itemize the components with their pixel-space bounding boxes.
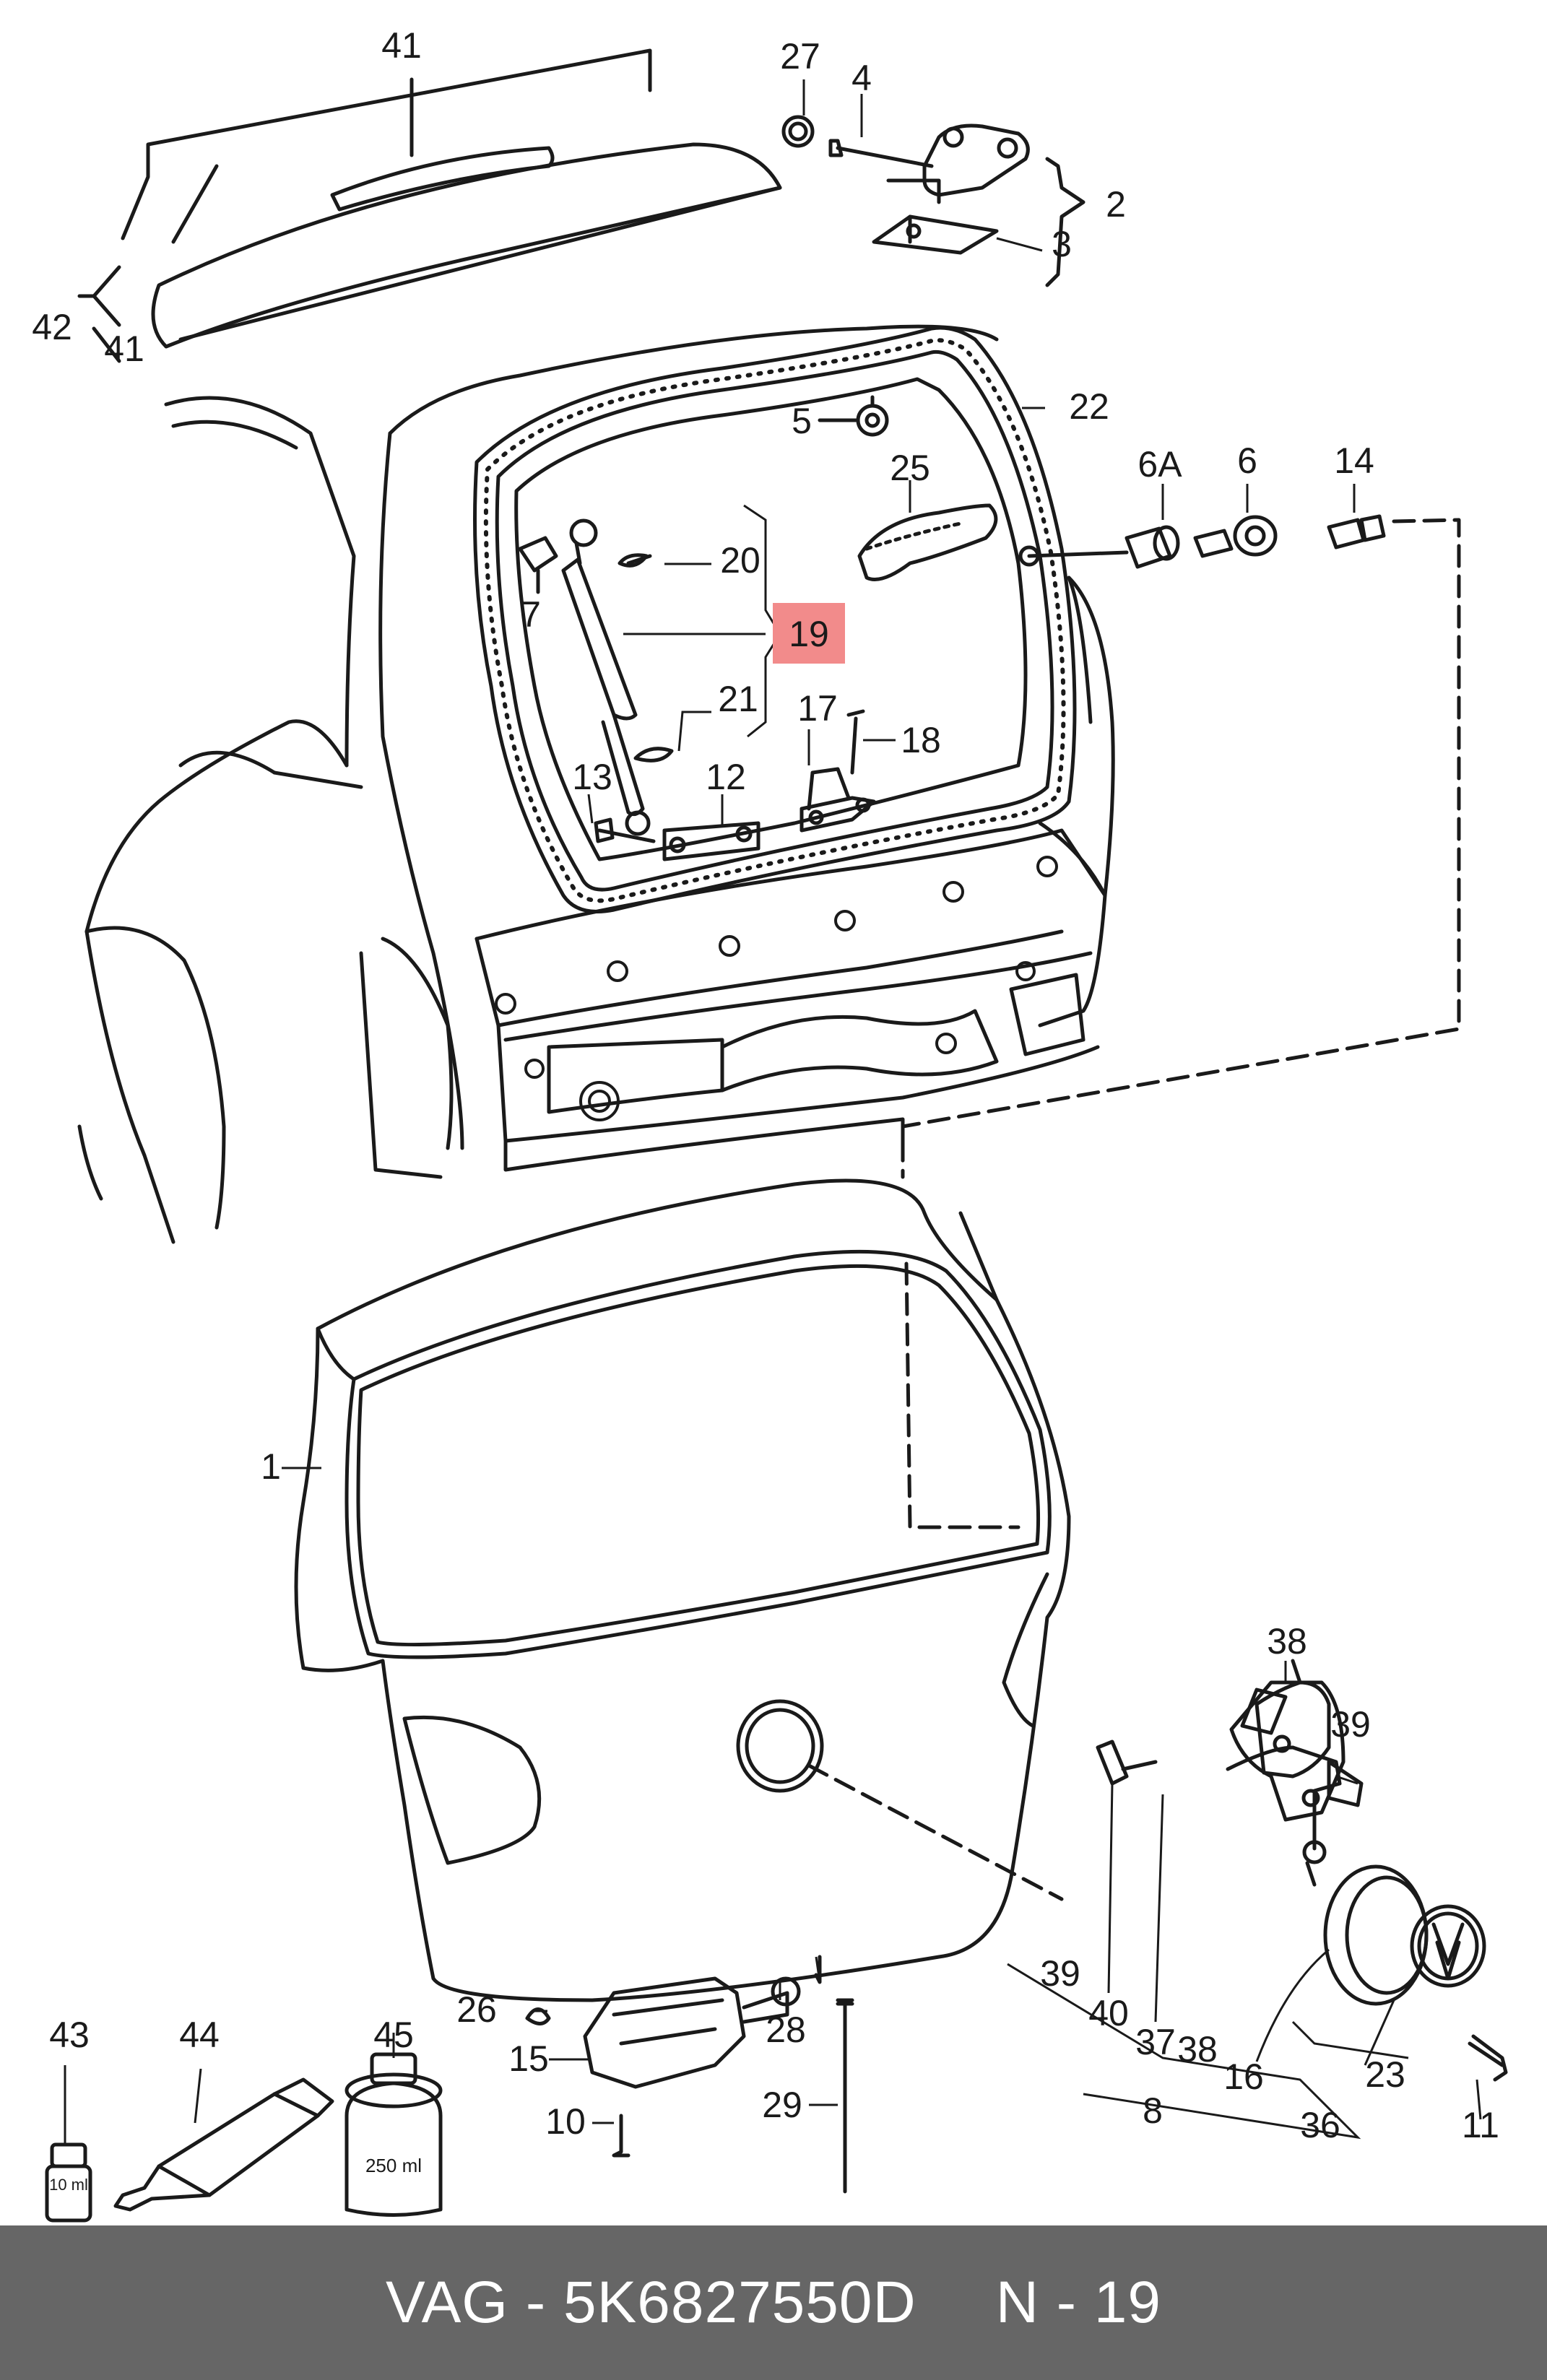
bottle-250ml-label: 250 ml [365, 2155, 422, 2176]
part-number: 5K6827550D [563, 2270, 916, 2335]
bump-stop-14 [1327, 514, 1386, 550]
body-side [77, 324, 999, 1244]
lock-assembly [1096, 1659, 1342, 1887]
callout-25: 25 [890, 448, 930, 488]
callout-5: 5 [792, 401, 812, 441]
callout-39-left: 39 [1040, 1953, 1080, 1994]
diagram-reference: N - 19 [995, 2270, 1162, 2335]
callout-4: 4 [852, 58, 872, 98]
callout-39-right: 39 [1330, 1704, 1371, 1745]
callout-41-top: 41 [381, 25, 422, 66]
callout-26: 26 [456, 1989, 497, 2030]
emblem-handle [1323, 1864, 1486, 2006]
actuator-38 [1229, 1680, 1346, 1822]
rear-panel [359, 576, 1115, 1179]
callout-38-bottom: 38 [1177, 2029, 1218, 2070]
callout-36: 36 [1300, 2105, 1340, 2145]
callout-27: 27 [780, 36, 820, 77]
roof-spoiler [151, 142, 782, 349]
nut-5 [818, 395, 889, 437]
callout-12: 12 [706, 757, 746, 797]
callout-21: 21 [718, 679, 758, 719]
callout-19-highlight [773, 603, 845, 664]
callout-20: 20 [720, 540, 760, 581]
bottle-10ml-label: 10 ml [49, 2176, 88, 2194]
callout-2: 2 [1106, 184, 1126, 225]
callout-11: 11 [1462, 2105, 1499, 2145]
panel-holes [495, 856, 1058, 1121]
callout-38-top: 38 [1267, 1621, 1307, 1662]
bottle-250ml [344, 2052, 443, 2217]
weatherstrip-seal [473, 326, 1077, 913]
callout-29: 29 [762, 2085, 802, 2125]
callout-3: 3 [1052, 224, 1072, 264]
bottle-10ml [45, 2142, 92, 2223]
gas-strut [561, 518, 651, 836]
callout-13: 13 [572, 757, 612, 797]
callout-23: 23 [1365, 2054, 1405, 2095]
callout-6: 6 [1237, 440, 1257, 481]
callout-22: 22 [1069, 386, 1109, 427]
callout-6a: 6A [1138, 444, 1182, 485]
callout-37: 37 [1135, 2022, 1176, 2062]
callout-17: 17 [797, 688, 838, 729]
callout-10: 10 [545, 2101, 586, 2142]
parts-diagram: 41 42 41 27 4 2 3 5 22 25 6A 6 14 20 7 1… [32, 25, 1508, 2223]
callout-8: 8 [1143, 2090, 1163, 2131]
brand-text: VAG [385, 2270, 509, 2335]
callout-1: 1 [261, 1446, 281, 1487]
callout-44: 44 [179, 2015, 220, 2055]
grommet-6a [1124, 525, 1180, 569]
dash-text: - [525, 2270, 547, 2335]
callout-28: 28 [766, 2010, 806, 2050]
hinge-assembly [781, 115, 1030, 255]
callout-19: 19 [789, 614, 829, 654]
wiring-harness [857, 503, 998, 581]
grommet-6 [1193, 515, 1278, 558]
callout-41-side: 41 [104, 329, 144, 369]
callout-42: 42 [32, 307, 72, 347]
callout-43: 43 [49, 2015, 90, 2055]
sealant-tube [113, 2077, 334, 2212]
callout-7: 7 [521, 594, 541, 635]
callout-18: 18 [901, 720, 941, 760]
callout-14: 14 [1334, 440, 1374, 481]
callout-16: 16 [1223, 2057, 1264, 2097]
footer-bar: VAG - 5K6827550D N - 19 [0, 2225, 1547, 2380]
tailgate [294, 1178, 1071, 2002]
callout-45: 45 [373, 2015, 414, 2055]
latch-15 [583, 1976, 789, 2089]
callout-40: 40 [1088, 1993, 1129, 2033]
callout-15: 15 [508, 2038, 549, 2079]
